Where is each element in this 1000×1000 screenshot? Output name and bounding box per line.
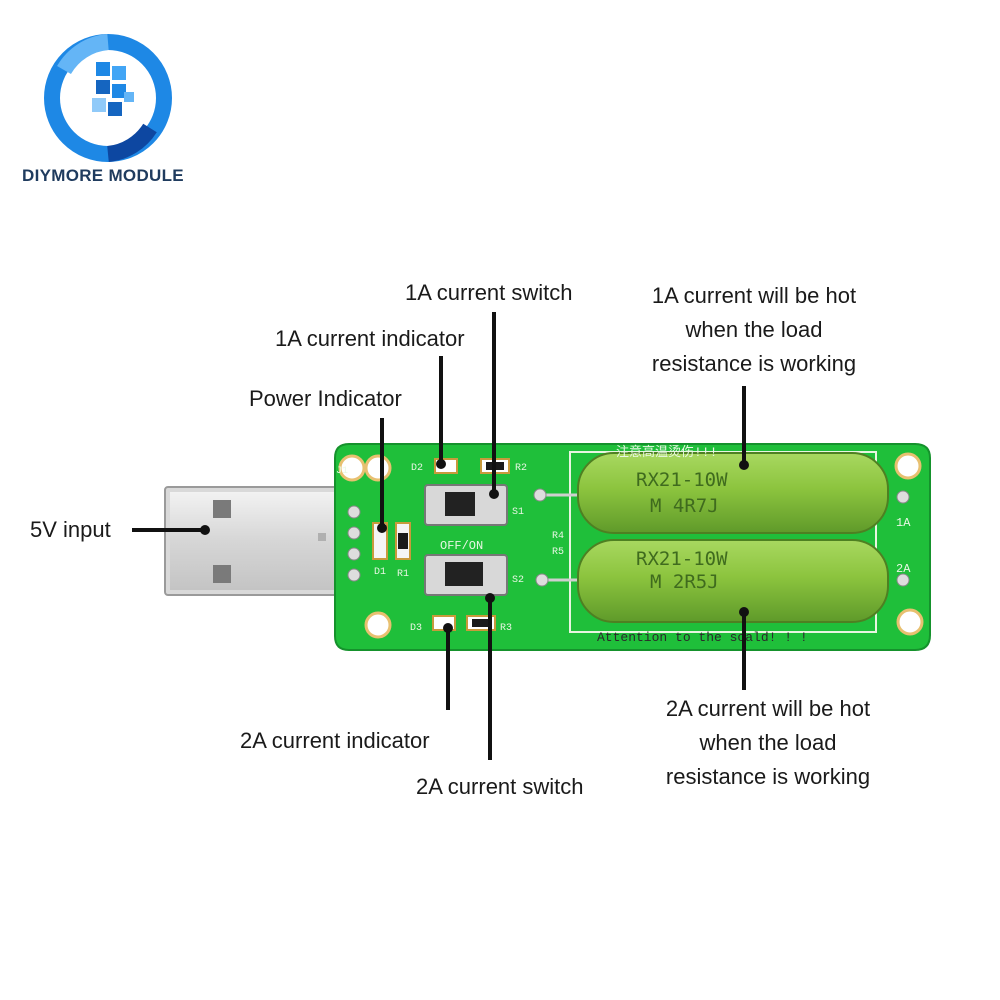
label-2a-hot-line-3: resistance is working (665, 764, 871, 789)
label-1a-hot-line-1: 1A current will be hot (651, 283, 857, 308)
resistor-1a-value: M 4R7J (650, 495, 719, 517)
switch-off-on-text: OFF/ON (440, 539, 483, 553)
silk-2a: 2A (896, 562, 911, 576)
brand-name: DIYMORE MODULE (22, 166, 184, 185)
callout-lines (132, 312, 746, 760)
label-5v-input: 5V input (30, 517, 111, 542)
resistor-2a-value: M 2R5J (650, 571, 719, 593)
silk-d1: D1 (374, 567, 386, 578)
silk-1a: 1A (896, 516, 911, 530)
usb-a-connector (164, 486, 341, 596)
load-resistor-1a (577, 452, 889, 534)
silk-r4: R4 (552, 531, 564, 542)
label-1a-hot-warning: 1A current will be hot when the load res… (630, 279, 878, 381)
silk-r3: R3 (500, 623, 512, 634)
callout-dots (200, 459, 749, 633)
label-2a-hot-line-1: 2A current will be hot (665, 696, 871, 721)
label-2a-hot-warning: 2A current will be hot when the load res… (644, 692, 892, 794)
warning-top-text: 注意高温烫伤!!! (616, 444, 717, 460)
label-1a-hot-line-2: when the load (685, 317, 823, 342)
label-1a-current-indicator: 1A current indicator (275, 326, 465, 351)
silk-r1: R1 (397, 569, 409, 580)
label-1a-hot-line-3: resistance is working (651, 351, 857, 376)
silk-s2: S2 (512, 575, 524, 586)
silk-d3: D3 (410, 623, 422, 634)
label-2a-hot-line-2: when the load (699, 730, 837, 755)
label-1a-current-switch: 1A current switch (405, 280, 573, 305)
label-2a-current-indicator: 2A current indicator (240, 728, 430, 753)
silk-r5: R5 (552, 547, 564, 558)
label-power-indicator: Power Indicator (249, 386, 402, 411)
brand-logo (44, 34, 172, 162)
resistor-2a-model: RX21-10W (636, 548, 728, 570)
load-resistor-2a (577, 539, 889, 623)
warning-bottom-text: Attention to the scald! ! ! (597, 630, 808, 645)
silk-j1: J1 (336, 466, 348, 477)
silk-s1: S1 (512, 507, 524, 518)
silk-r2: R2 (515, 463, 527, 474)
resistor-1a-model: RX21-10W (636, 469, 728, 491)
label-2a-current-switch: 2A current switch (416, 774, 584, 799)
silk-d2: D2 (411, 463, 423, 474)
